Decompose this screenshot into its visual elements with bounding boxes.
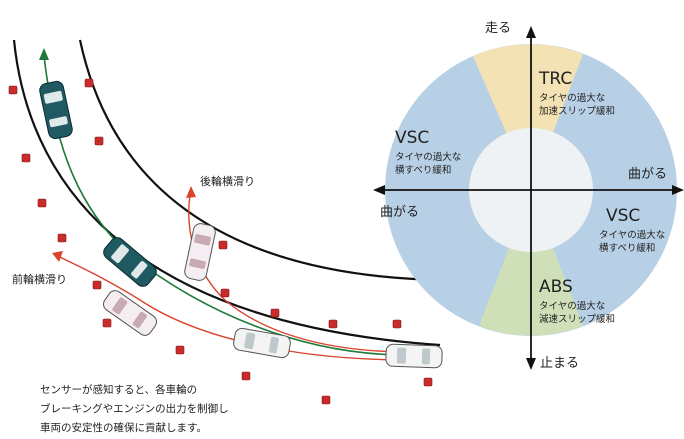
cone (37, 198, 47, 208)
vsc-left-line1: タイヤの過大な (395, 151, 461, 163)
axis-label-turn-right: 曲がる (628, 167, 667, 182)
rear-skid-arrowhead (186, 186, 196, 198)
trc-line2: 加速スリップ緩和 (539, 105, 615, 117)
cone (92, 280, 102, 290)
vsc-right-line2: 横すべり緩和 (599, 242, 655, 254)
road-inner-edge (78, 39, 441, 282)
abs-line1: タイヤの過大な (539, 300, 605, 312)
ideal-path-arrowhead (39, 48, 49, 60)
cone (94, 136, 104, 146)
cone (84, 78, 94, 88)
car-start (385, 343, 443, 369)
left-arrow-icon (373, 185, 385, 195)
vsc-left-title: VSC (395, 128, 429, 148)
car-middle-light (233, 327, 291, 359)
vsc-left-line2: 横すべり緩和 (395, 164, 451, 176)
friction-circle: 走る 止まる 曲がる 曲がる TRC タイヤの過大な 加速スリップ緩和 VSC … (373, 21, 684, 371)
caption: センサーが感知すると、各車輪の ブレーキングやエンジンの出力を制御し 車両の安定… (40, 381, 229, 438)
cone (218, 240, 228, 250)
vsc-right-line1: タイヤの過大な (599, 229, 665, 241)
caption-line: 車両の安定性の確保に貢献します。 (40, 422, 207, 434)
trc-line1: タイヤの過大な (539, 92, 605, 104)
cone (328, 319, 338, 329)
vsc-right-title: VSC (606, 206, 640, 226)
cone (270, 308, 280, 318)
car-rear-skid (184, 223, 216, 281)
front-skid-label: 前輪横滑り (12, 272, 67, 286)
cone (8, 85, 18, 95)
cone (21, 153, 31, 163)
cone (175, 345, 185, 355)
front-skid-path-line (57, 255, 411, 361)
cone (423, 377, 433, 387)
axis-label-turn-left: 曲がる (380, 205, 419, 220)
road-outer-edge (12, 39, 441, 347)
road-scene: 後輪横滑り 前輪横滑り (8, 39, 443, 405)
axis-label-run: 走る (485, 21, 511, 36)
rear-skid-path-line (188, 194, 411, 353)
cone (392, 319, 402, 329)
up-arrow-icon (526, 26, 536, 38)
cone (321, 395, 331, 405)
abs-title: ABS (539, 277, 573, 297)
cone (241, 371, 251, 381)
right-arrow-icon (672, 185, 684, 195)
car-dark-middle (103, 237, 157, 287)
caption-line: ブレーキングやエンジンの出力を制御し (40, 403, 229, 415)
car-dark-top (39, 80, 73, 140)
axis-label-stop: 止まる (540, 356, 579, 371)
cone-markers (8, 78, 433, 405)
car-front-skid (103, 290, 157, 336)
trc-sector (473, 44, 583, 190)
trc-title: TRC (538, 69, 572, 89)
abs-line2: 減速スリップ緩和 (539, 313, 615, 325)
caption-line: センサーが感知すると、各車輪の (40, 384, 198, 396)
down-arrow-icon (526, 358, 536, 370)
front-skid-arrowhead (52, 251, 63, 262)
cone (57, 233, 67, 243)
cone (220, 288, 230, 298)
cone (102, 318, 112, 328)
rear-skid-label: 後輪横滑り (200, 174, 255, 188)
